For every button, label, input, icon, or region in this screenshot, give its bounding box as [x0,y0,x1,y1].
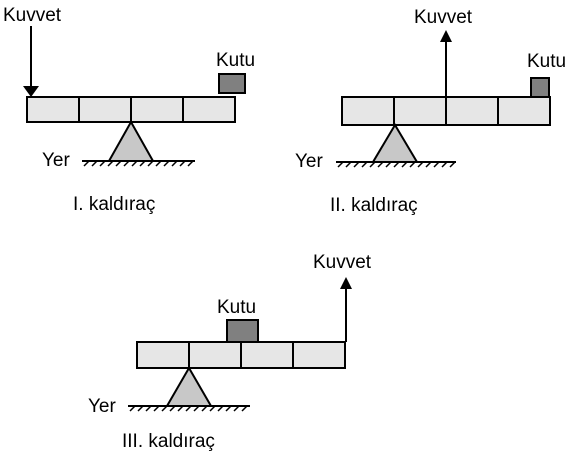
ground-label: Yer [295,151,323,172]
ground [82,160,195,167]
box [226,319,259,343]
box [530,77,550,98]
lever-2: Kuvvet Kutu [295,7,566,216]
fulcrum [165,366,213,407]
caption: I. kaldıraç [73,194,155,215]
box-label: Kutu [527,51,566,72]
ground-label: Yer [88,396,116,417]
force-arrow-up [340,277,352,342]
fulcrum [371,123,419,163]
beam [341,96,551,126]
force-arrow-down [23,26,39,97]
ground [128,405,250,412]
force-label: Kuvvet [313,252,372,273]
force-arrow-up [440,30,452,97]
fulcrum [107,119,155,162]
caption: II. kaldıraç [330,195,418,216]
box [218,73,246,94]
lever-1: Kuvvet Kutu [3,5,255,215]
box-label: Kutu [216,50,255,71]
caption: III. kaldıraç [122,431,215,452]
box-label: Kutu [217,297,256,318]
beam [136,341,346,369]
force-label: Kuvvet [3,5,62,26]
lever-3: Kuvvet Kutu [88,252,372,452]
force-label: Kuvvet [414,7,473,28]
ground-label: Yer [42,150,70,171]
beam [26,96,236,123]
ground [336,161,456,168]
